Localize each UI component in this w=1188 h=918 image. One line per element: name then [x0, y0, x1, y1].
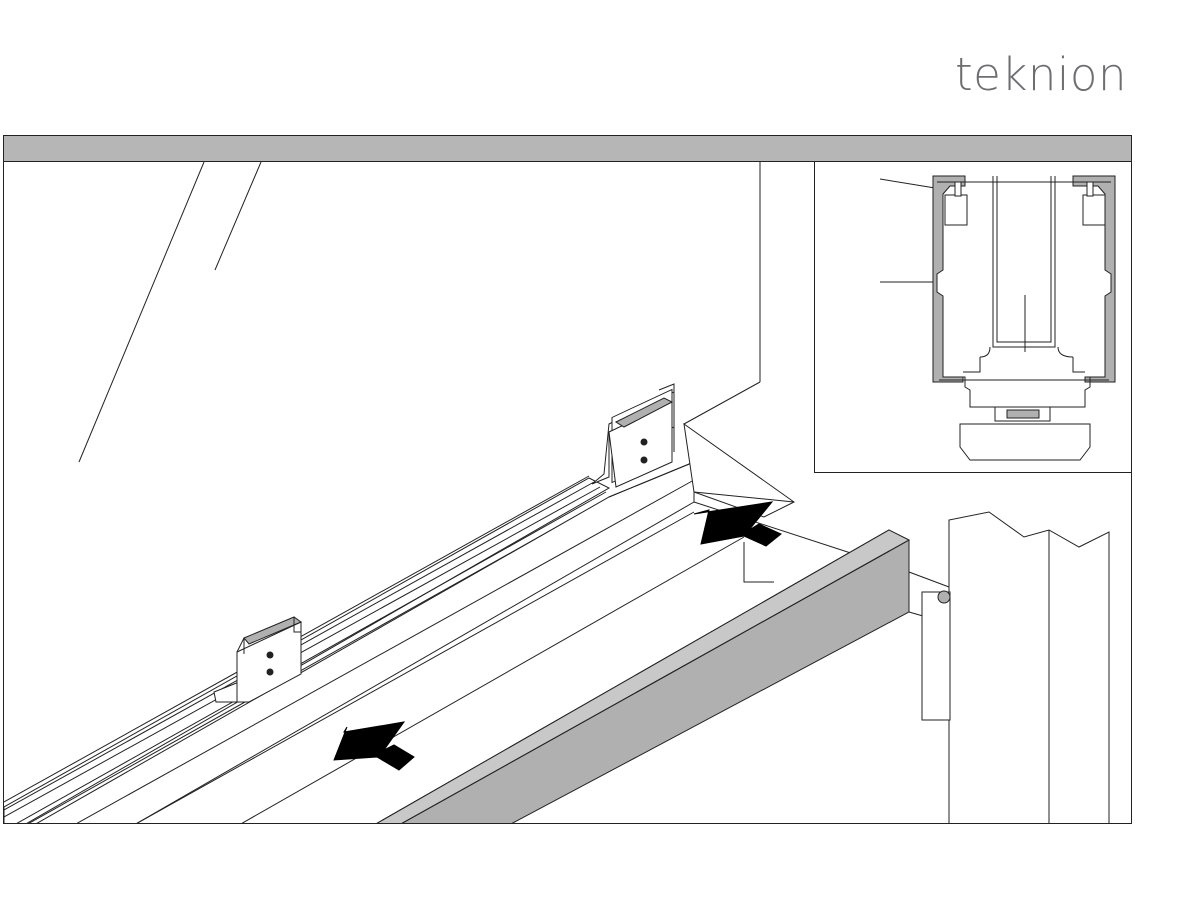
- panel-post: [909, 512, 1109, 824]
- glide-wheel-right: [1083, 195, 1105, 225]
- panel-header-bar: [4, 136, 1131, 162]
- inner-channel: [993, 176, 1055, 347]
- glide-wheel-left: [945, 195, 967, 225]
- teknion-logo: teknion: [955, 50, 1130, 100]
- carrier-body: [943, 377, 1105, 407]
- push-arrow-lower: [334, 722, 414, 770]
- leader-line-top: [880, 179, 935, 188]
- channel-block: [34, 462, 744, 824]
- profile-inset: [814, 162, 1132, 473]
- glide-bracket-upper: [592, 384, 674, 487]
- rail-profile-diagram: [815, 162, 1132, 472]
- instruction-panel: [3, 135, 1132, 824]
- foot-pad: [960, 424, 1090, 460]
